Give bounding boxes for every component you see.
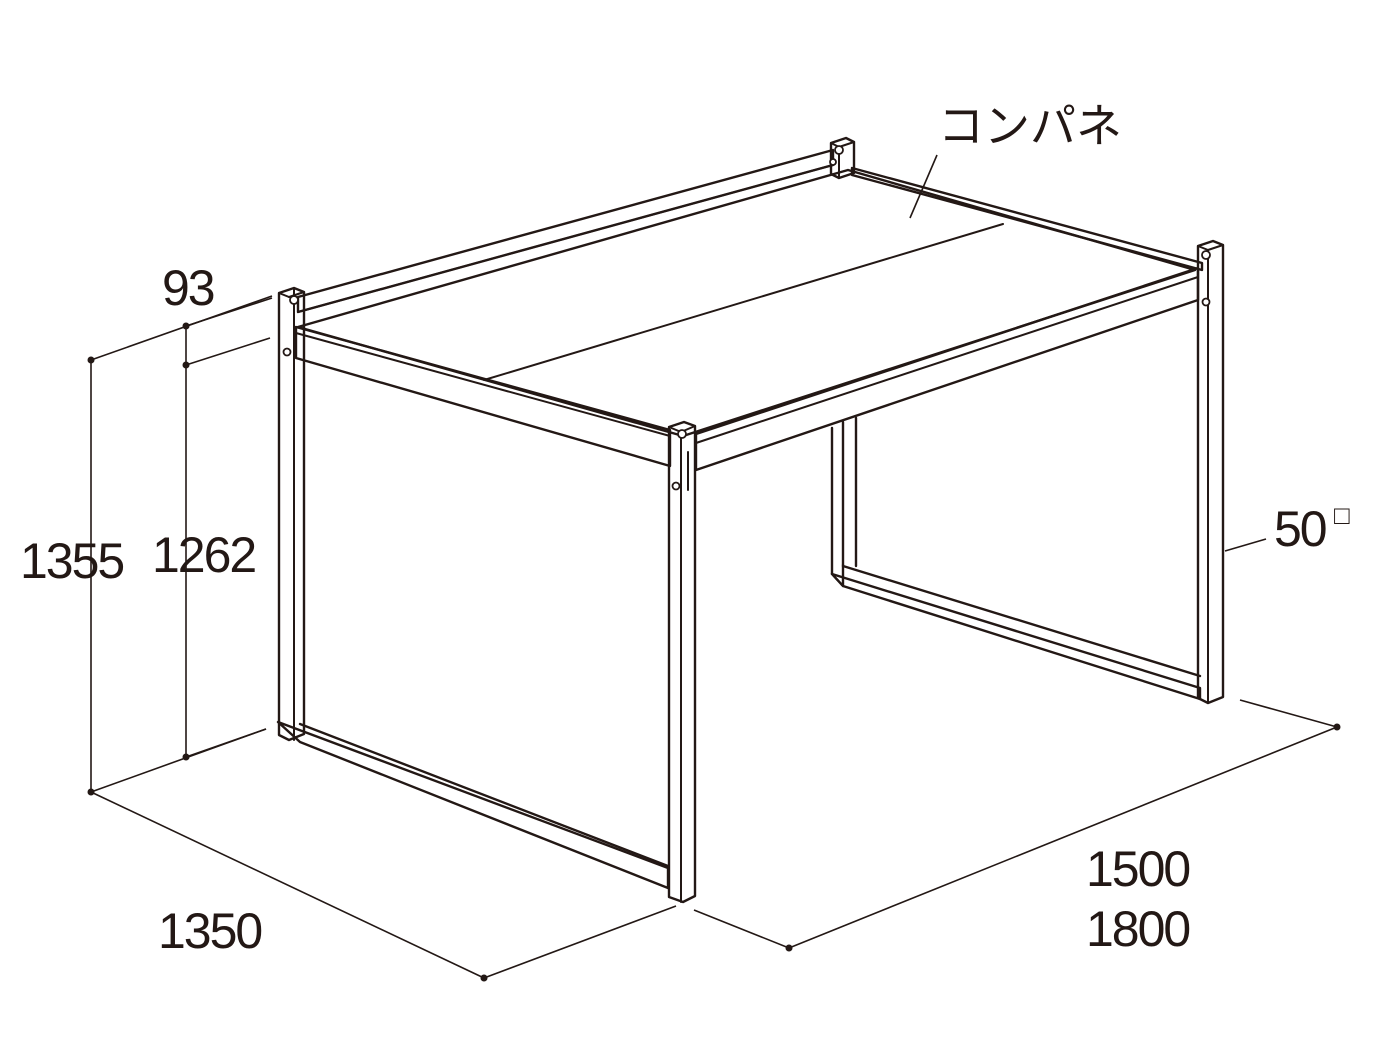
bolt-hole [677, 429, 687, 439]
dim-width-a: 1500 [1086, 841, 1189, 897]
bolt-hole [1201, 250, 1211, 260]
post-front [667, 420, 697, 904]
bolt-hole [834, 145, 844, 155]
panel-label: コンパネ [938, 99, 1122, 153]
dim-post-height: 1262 [152, 527, 255, 583]
dim-width-b: 1800 [1086, 901, 1189, 957]
post-right [1196, 239, 1225, 705]
dim-depth: 1350 [158, 903, 261, 959]
bolt-hole [282, 347, 292, 357]
post-back [829, 136, 856, 180]
front-long-beam [694, 266, 1200, 472]
bolt-hole [289, 295, 299, 305]
post-left [277, 286, 306, 742]
bolt-hole [1201, 297, 1211, 307]
back-right-frame [830, 416, 1202, 701]
panel-seam [483, 223, 1004, 381]
front-short-beam [294, 325, 672, 468]
back-beam [296, 148, 835, 314]
right-side-beam [850, 166, 1204, 272]
left-front-bottom-rail [276, 720, 670, 890]
bolt-hole [829, 158, 837, 166]
post-size-square-mark: □ [1334, 500, 1350, 530]
plywood-top-panel [296, 168, 1197, 438]
panel-leader-line [909, 154, 938, 219]
post-leader-line [1224, 538, 1267, 552]
dim-post-size: 50 [1274, 501, 1326, 557]
bolt-hole [671, 481, 681, 491]
dim-total-height: 1355 [20, 533, 123, 589]
dim-top-offset: 93 [162, 260, 214, 316]
dimension-lines [87, 154, 1341, 982]
